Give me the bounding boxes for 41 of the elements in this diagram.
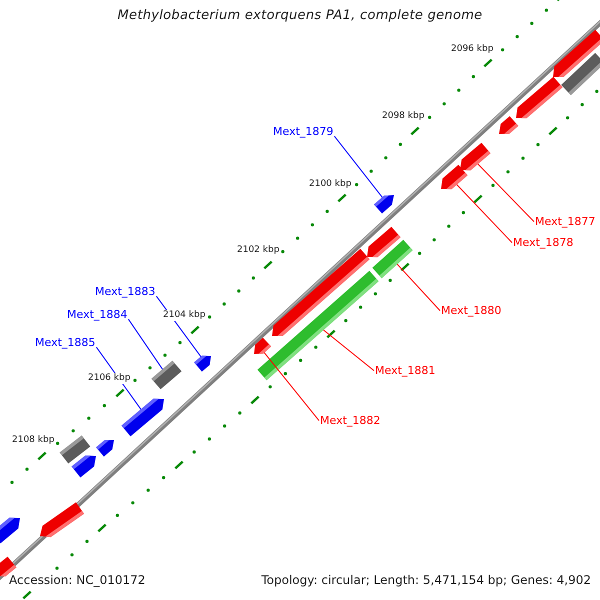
gene-label: Mext_1881 (375, 364, 436, 378)
scale-label: 2098 kbp (382, 111, 424, 122)
gene-feature (441, 164, 468, 190)
gene-feature (194, 356, 211, 372)
leader-line (456, 184, 512, 244)
gene-feature (499, 116, 518, 134)
gene-label: Mext_1882 (320, 414, 380, 428)
gene-feature (254, 338, 272, 354)
leader-line (477, 164, 534, 222)
gene-feature (0, 556, 16, 576)
gene-feature (72, 456, 96, 478)
gene-label: Mext_1879 (273, 125, 334, 138)
footer-text: Topology: circular; Length: 5,471,154 bp; Genes: 4,902 (261, 573, 591, 588)
scale-label: 2106 kbp (88, 373, 130, 384)
gene-label: Mext_1877 (535, 215, 596, 228)
gene-block (561, 52, 600, 96)
scale-label: 2102 kbp (237, 245, 280, 256)
leader-line (334, 136, 383, 198)
gene-block (372, 240, 413, 278)
gene-label: Mext_1883 (95, 285, 156, 298)
gene-label: Mext_1880 (441, 304, 502, 318)
leader-line (323, 330, 374, 372)
leader-line (264, 352, 320, 422)
title: Methylobacterium extorquens PA1, complete genome (116, 8, 484, 24)
gene-block (151, 360, 182, 390)
gene-label: Mext_1885 (35, 336, 96, 350)
gene-label: Mext_1884 (67, 308, 128, 322)
gene-label: Mext_1878 (513, 236, 574, 250)
footer-text: Accession: NC_010172 (9, 573, 146, 588)
scale-label: 2096 kbp (451, 44, 494, 55)
gene-feature (96, 440, 114, 457)
gene-feature (0, 518, 20, 544)
leader-line (396, 264, 440, 312)
gene-feature (516, 76, 563, 118)
gene-feature (122, 398, 164, 436)
scale-label: 2108 kbp (12, 435, 54, 446)
gene-feature (374, 195, 394, 214)
scale-label: 2104 kbp (163, 310, 206, 321)
gene-feature (40, 502, 84, 538)
gene-feature (460, 142, 490, 170)
scale-label: 2100 kbp (309, 179, 352, 190)
